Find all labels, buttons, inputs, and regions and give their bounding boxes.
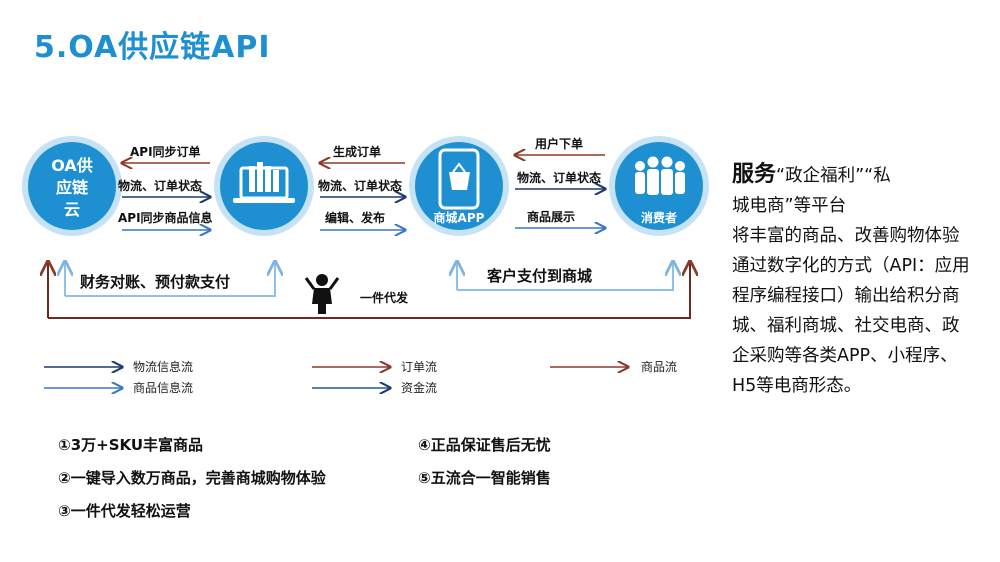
node-consumer: 消费者 bbox=[609, 136, 709, 236]
mall-app-label: 商城APP bbox=[434, 210, 485, 225]
laptop-books-icon bbox=[233, 162, 295, 203]
service-line-1: “政企福利”“私 bbox=[776, 166, 891, 186]
feature-item-2: ②一键导入数万商品，完善商城购物体验 bbox=[58, 469, 326, 487]
flow-finance-reconcile: 财务对账、预付款支付 bbox=[80, 273, 230, 291]
oa-cloud-label-3: 云 bbox=[64, 200, 80, 219]
flow-product-display: 商品展示 bbox=[527, 209, 575, 224]
legend-product-info: 商品信息流 bbox=[133, 380, 193, 395]
node-oa-cloud: OA供 应链 云 bbox=[22, 136, 122, 236]
flow-logistics-status-2: 物流、订单状态 bbox=[318, 178, 402, 193]
flow-user-order: 用户下单 bbox=[534, 136, 583, 151]
oa-cloud-label-2: 应链 bbox=[56, 178, 89, 197]
flow-logistics-status-3: 物流、订单状态 bbox=[517, 170, 601, 185]
features-left: ①3万+SKU丰富商品 ②一键导入数万商品，完善商城购物体验 ③一件代发轻松运营 bbox=[58, 435, 326, 534]
oa-cloud-label-1: OA供 bbox=[51, 156, 93, 175]
page-title: 5.OA供应链API bbox=[34, 30, 271, 65]
feature-item-3: ③一件代发轻松运营 bbox=[58, 502, 191, 520]
node-computer bbox=[214, 136, 314, 236]
service-body: 将丰富的商品、改善购物体验通过数字化的方式（API：应用程序编程接口）输出给积分… bbox=[732, 226, 970, 396]
legend-product-flow: 商品流 bbox=[641, 359, 677, 374]
people-group-icon bbox=[635, 156, 685, 195]
legend-order-flow: 订单流 bbox=[401, 360, 437, 374]
features-right: ④正品保证售后无忧 ⑤五流合一智能销售 bbox=[418, 435, 551, 501]
arrows-oa-computer: API同步订单 物流、订单状态 API同步商品信息 bbox=[118, 144, 213, 230]
arrows-app-consumer: 用户下单 物流、订单状态 商品展示 bbox=[515, 136, 605, 228]
service-description: 服务“政企福利”“私 城电商”等平台 将丰富的商品、改善购物体验通过数字化的方式… bbox=[732, 160, 972, 401]
flow-logistics-status-1: 物流、订单状态 bbox=[118, 178, 202, 193]
flow-edit-publish: 编辑、发布 bbox=[324, 210, 385, 225]
flow-generate-order: 生成订单 bbox=[333, 144, 381, 159]
consumer-label: 消费者 bbox=[641, 210, 677, 225]
legend: 物流信息流 订单流 商品流 商品信息流 资金流 bbox=[44, 359, 677, 395]
flow-api-sync-product: API同步商品信息 bbox=[118, 210, 213, 225]
service-line-2: 城电商”等平台 bbox=[732, 196, 847, 216]
service-lead: 服务 bbox=[732, 162, 777, 187]
node-mall-app: 商城APP bbox=[409, 136, 509, 236]
flow-customer-pay: 客户支付到商城 bbox=[486, 267, 592, 285]
phone-cart-icon bbox=[438, 148, 480, 210]
legend-logistics-info: 物流信息流 bbox=[133, 359, 193, 374]
outer-loop bbox=[48, 262, 690, 319]
feature-item-5: ⑤五流合一智能销售 bbox=[418, 469, 551, 487]
feature-item-1: ①3万+SKU丰富商品 bbox=[58, 436, 204, 454]
person-icon bbox=[304, 274, 340, 314]
flow-api-sync-order: API同步订单 bbox=[130, 144, 201, 159]
flow-dropship: 一件代发 bbox=[360, 290, 409, 305]
feature-item-4: ④正品保证售后无忧 bbox=[418, 436, 551, 454]
arrows-computer-app: 生成订单 物流、订单状态 编辑、发布 bbox=[318, 144, 405, 230]
legend-fund-flow: 资金流 bbox=[401, 380, 437, 395]
